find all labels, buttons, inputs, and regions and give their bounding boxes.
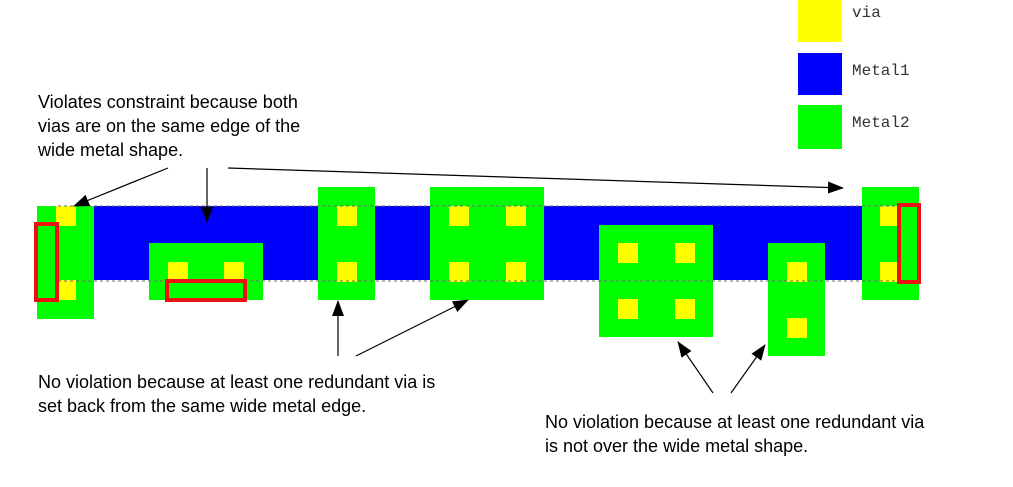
- metal2-shape-3: [318, 187, 375, 300]
- via: [787, 262, 807, 282]
- via: [880, 206, 900, 226]
- legend-metal1-label: Metal1: [852, 62, 910, 80]
- violation-marker: [897, 203, 921, 284]
- legend-metal1-swatch: [798, 53, 842, 95]
- violation-marker: [34, 222, 59, 302]
- violation-note: Violates constraint because both vias ar…: [38, 90, 300, 162]
- metal2-shape-6: [768, 243, 825, 356]
- not-over-note-line: No violation because at least one redund…: [545, 412, 925, 432]
- via: [618, 243, 638, 263]
- via: [506, 262, 526, 282]
- not-over-note: No violation because at least one redund…: [545, 410, 924, 458]
- violation-marker: [165, 279, 247, 302]
- via: [675, 243, 695, 263]
- arrow: [73, 167, 169, 207]
- setback-note-line: No violation because at least one redund…: [38, 372, 436, 392]
- via: [880, 262, 900, 282]
- legend-metal2-label: Metal2: [852, 114, 910, 132]
- via: [449, 206, 469, 226]
- violation-note-line: Violates constraint because both: [38, 92, 298, 112]
- via: [506, 206, 526, 226]
- legend-metal2-swatch: [798, 105, 842, 149]
- via: [56, 206, 76, 226]
- legend-via-swatch: [798, 0, 842, 42]
- legend-via-label: via: [852, 4, 881, 22]
- via: [449, 262, 469, 282]
- via: [787, 318, 807, 338]
- via: [337, 262, 357, 282]
- arrow: [355, 299, 469, 357]
- via: [56, 280, 76, 300]
- setback-note-line: set back from the same wide metal edge.: [38, 396, 367, 416]
- via: [337, 206, 357, 226]
- arrow: [730, 344, 766, 394]
- setback-note: No violation because at least one redund…: [38, 370, 435, 418]
- violation-note-line: wide metal shape.: [38, 140, 184, 160]
- violation-note-line: vias are on the same edge of the: [38, 116, 301, 136]
- via: [168, 262, 188, 282]
- not-over-note-line: is not over the wide metal shape.: [545, 436, 809, 456]
- via: [224, 262, 244, 282]
- via: [675, 299, 695, 319]
- metal2-shape-4: [430, 187, 544, 300]
- via: [618, 299, 638, 319]
- arrow: [227, 167, 844, 194]
- arrow: [677, 341, 714, 394]
